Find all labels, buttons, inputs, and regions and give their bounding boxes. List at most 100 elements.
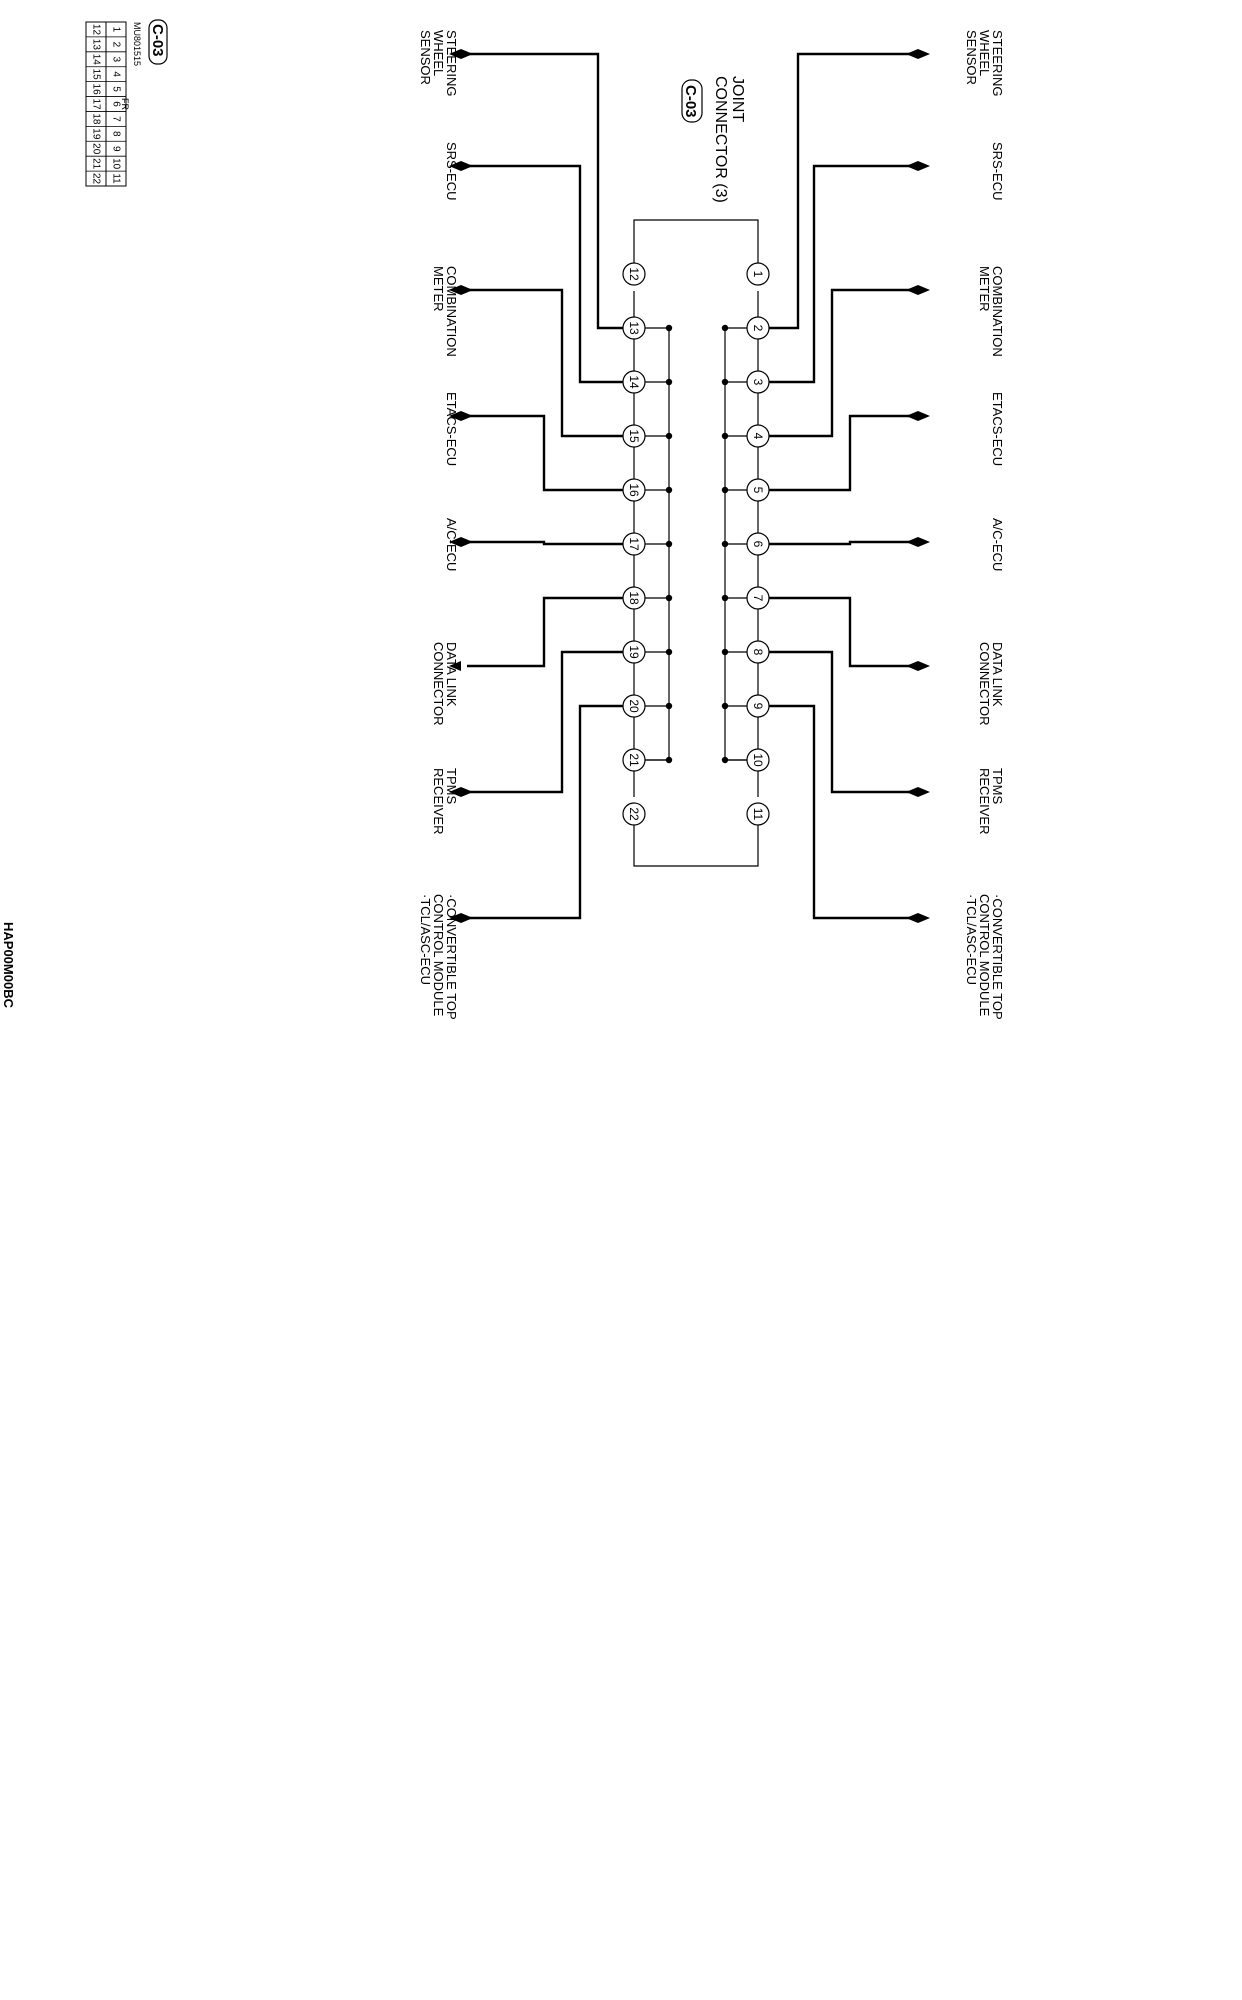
legend-cell-1: 1 <box>111 27 122 33</box>
pin-2-number: 2 <box>751 325 765 332</box>
label-left-steering-line-3: SENSOR <box>418 30 433 85</box>
arrow-left-1 <box>449 161 473 171</box>
wire-right-6 <box>758 540 912 546</box>
pin-16-number: 16 <box>627 483 641 497</box>
pin-8-circle <box>746 640 770 664</box>
arrow-left-3-tail <box>461 411 473 421</box>
pin-13: 13 <box>622 316 646 340</box>
wire-right-3 <box>758 164 912 384</box>
legend-cell-13: 13 <box>91 39 102 51</box>
junction-dot <box>665 432 673 440</box>
arrow-right-6-tail <box>918 787 930 797</box>
junction-dot <box>665 594 673 602</box>
legend-cell-12: 12 <box>91 24 102 36</box>
legend-cell-7: 7 <box>111 116 122 122</box>
right-side-labels: STEERINGWHEELSENSORSRS-ECUCOMBINATIONMET… <box>964 30 1005 1020</box>
pin-3: 3 <box>746 370 770 394</box>
junction-dot <box>721 432 729 440</box>
junction-dot <box>721 324 729 332</box>
connector-title-line-1: JOINT <box>729 76 746 122</box>
legend-cell-20: 20 <box>91 143 102 155</box>
label-left-meter-line-1: COMBINATION <box>444 266 459 357</box>
pin-21: 21 <box>622 748 646 772</box>
pin-14-number: 14 <box>627 375 641 389</box>
pin-20-number: 20 <box>627 699 641 713</box>
label-right-dlc-line-1: DATA LINK <box>990 642 1005 707</box>
legend-code: C-03 <box>149 24 166 57</box>
figure-code: HAP00M00BC <box>1 922 16 1009</box>
arrow-left-2-tail <box>461 285 473 295</box>
pin-4-circle <box>746 424 770 448</box>
wire-left-13 <box>467 52 634 330</box>
pin-12: 12 <box>622 262 646 286</box>
arrow-left-3-head <box>449 411 461 421</box>
arrow-right-3 <box>906 411 930 421</box>
arrow-left-4-head <box>449 537 461 547</box>
label-left-steering-line-1: STEERING <box>444 30 459 96</box>
junction-dot <box>665 486 673 494</box>
pin-7: 7 <box>746 586 770 610</box>
pin-4-number: 4 <box>751 433 765 440</box>
wire-left-19 <box>467 650 634 794</box>
junction-dot <box>665 702 673 710</box>
pin-13-circle <box>622 316 646 340</box>
pin-22-number: 22 <box>627 807 641 821</box>
pin-8-number: 8 <box>751 649 765 656</box>
label-right-steering-line-2: WHEEL <box>977 30 992 76</box>
arrow-right-0 <box>906 49 930 59</box>
label-right-dlc-line-2: CONNECTOR <box>977 642 992 726</box>
pin-15: 15 <box>622 424 646 448</box>
arrow-left-6-head <box>449 787 461 797</box>
label-left-steering-line-2: WHEEL <box>431 30 446 76</box>
junction-dot <box>665 540 673 548</box>
pin-4: 4 <box>746 424 770 448</box>
arrow-right-2-tail <box>918 285 930 295</box>
pin-7-number: 7 <box>751 595 765 602</box>
arrow-right-4-tail <box>918 537 930 547</box>
legend-part-number: MU801515 <box>132 22 142 66</box>
legend-cell-8: 8 <box>111 131 122 137</box>
arrow-right-3-tail <box>918 411 930 421</box>
label-left-etacs-line-1: ETACS-ECU <box>444 392 459 466</box>
label-left-conv-line-2: CONTROL MODULE <box>431 894 446 1017</box>
arrow-right-5 <box>906 661 930 671</box>
pin-10-number: 10 <box>751 753 765 767</box>
legend-tag: FR <box>120 98 130 110</box>
arrow-right-2-head <box>906 285 918 295</box>
arrow-left-2-head <box>449 285 461 295</box>
arrow-left-6 <box>449 787 473 797</box>
pin-1-circle <box>746 262 770 286</box>
pin-5-circle <box>746 478 770 502</box>
arrow-left-7 <box>449 913 473 923</box>
label-right-meter-line-1: COMBINATION <box>990 266 1005 357</box>
label-right-conv-line-2: CONTROL MODULE <box>977 894 992 1017</box>
pin-12-circle <box>622 262 646 286</box>
label-right-steering-line-1: STEERING <box>990 30 1005 96</box>
pin-14-circle <box>622 370 646 394</box>
arrow-right-1 <box>906 161 930 171</box>
pin-9-number: 9 <box>751 703 765 710</box>
pin-1: 1 <box>746 262 770 286</box>
pin-1-number: 1 <box>751 271 765 278</box>
wire-right-8 <box>758 650 912 794</box>
arrow-right-4 <box>906 537 930 547</box>
arrow-right-1-tail <box>918 161 930 171</box>
arrow-left-7-tail <box>461 913 473 923</box>
legend-cell-18: 18 <box>91 113 102 125</box>
legend-cell-3: 3 <box>111 56 122 62</box>
junction-dot <box>721 486 729 494</box>
arrow-left-3 <box>449 411 473 421</box>
pin-10-circle <box>746 748 770 772</box>
wire-right-2 <box>758 52 912 330</box>
arrow-left-1-tail <box>461 161 473 171</box>
left-side-labels: STEERINGWHEELSENSORSRS-ECUCOMBINATIONMET… <box>418 30 459 1020</box>
arrow-right-5-head <box>906 661 918 671</box>
pin-18-circle <box>622 586 646 610</box>
wire-left-18 <box>467 596 634 668</box>
pin-22-circle <box>622 802 646 826</box>
